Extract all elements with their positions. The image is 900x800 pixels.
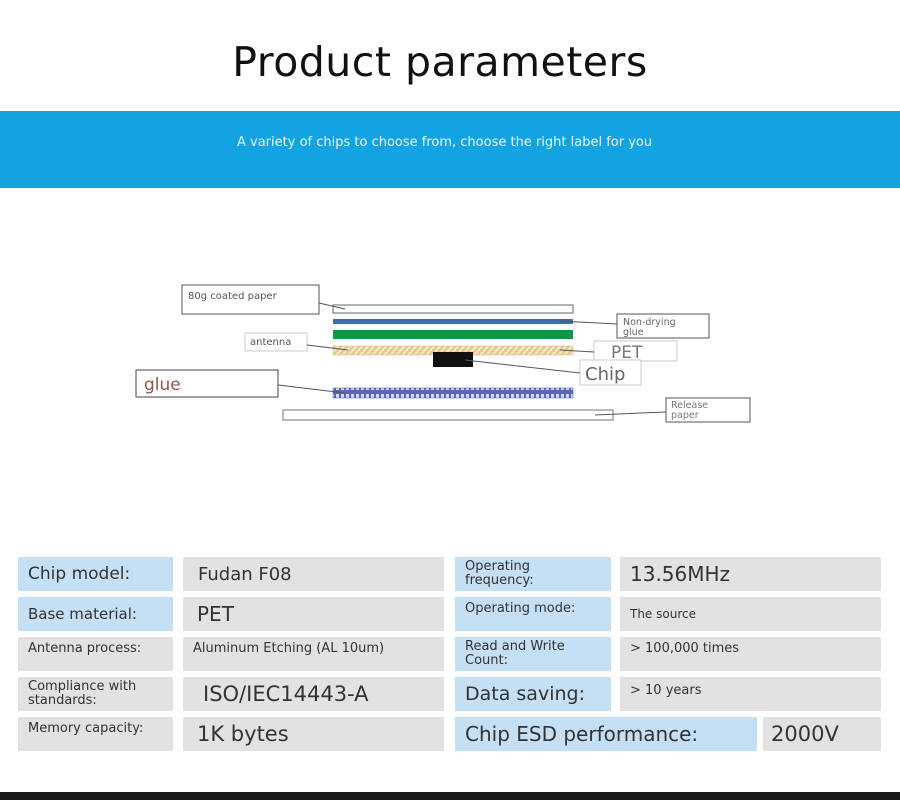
callout-release-paper-1: Release: [671, 400, 708, 411]
callout-box-chip: [579, 359, 642, 386]
memory-capacity-label: Memory capacity:: [18, 717, 173, 751]
esd-performance-label: Chip ESD performance:: [455, 717, 757, 751]
label-layer-diagram: 80g coated paper Non-drying glue antenna…: [135, 284, 751, 423]
chip-model-label: Chip model:: [18, 557, 173, 591]
operating-mode-label: Operating mode:: [455, 597, 611, 631]
esd-performance-value: 2000V: [763, 717, 881, 751]
release-paper-layer: [282, 409, 614, 421]
compliance-value: ISO/IEC14443-A: [183, 677, 444, 711]
callout-box-glue: [135, 369, 279, 398]
coated-paper-layer: [332, 304, 574, 314]
compliance-label: Compliance with standards:: [18, 677, 173, 711]
base-material-label: Base material:: [18, 597, 173, 631]
banner-text: A variety of chips to choose from, choos…: [237, 135, 653, 150]
chip-block: [433, 352, 473, 367]
non-drying-glue-layer: [333, 319, 573, 324]
bottom-bar: [0, 792, 900, 800]
callout-box-antenna: [244, 332, 308, 352]
data-saving-value: > 10 years: [620, 677, 881, 711]
operating-frequency-label: Operating frequency:: [455, 557, 611, 591]
callout-glue: glue: [144, 375, 181, 395]
callout-antenna: antenna: [250, 337, 291, 348]
rw-count-label: Read and Write Count:: [455, 637, 611, 671]
antenna-process-value: Aluminum Etching (AL 10um): [183, 637, 444, 671]
info-banner: A variety of chips to choose from, choos…: [0, 111, 900, 188]
chip-model-value: Fudan F08: [183, 557, 444, 591]
callout-pet: PET: [611, 343, 643, 363]
callout-release-paper-2: paper: [671, 410, 699, 421]
data-saving-label: Data saving:: [455, 677, 611, 711]
operating-frequency-value: 13.56MHz: [620, 557, 881, 591]
callout-box-non-drying-glue: [616, 313, 710, 339]
memory-capacity-value: 1K bytes: [183, 717, 444, 751]
rw-count-value: > 100,000 times: [620, 637, 881, 671]
callout-non-drying-glue-2: glue: [623, 327, 644, 338]
callout-coated-paper: 80g coated paper: [188, 291, 278, 302]
callout-non-drying-glue-1: Non-drying: [623, 317, 676, 328]
callout-box-release-paper: [665, 397, 751, 423]
glue-layer: [332, 387, 574, 399]
antenna-process-label: Antenna process:: [18, 637, 173, 671]
callout-chip: Chip: [585, 364, 625, 385]
callout-box-coated-paper: [181, 284, 320, 315]
pet-layer: [333, 330, 573, 339]
base-material-value: PET: [183, 597, 444, 631]
page-title: Product parameters: [232, 38, 648, 86]
operating-mode-value: The source: [620, 597, 881, 631]
